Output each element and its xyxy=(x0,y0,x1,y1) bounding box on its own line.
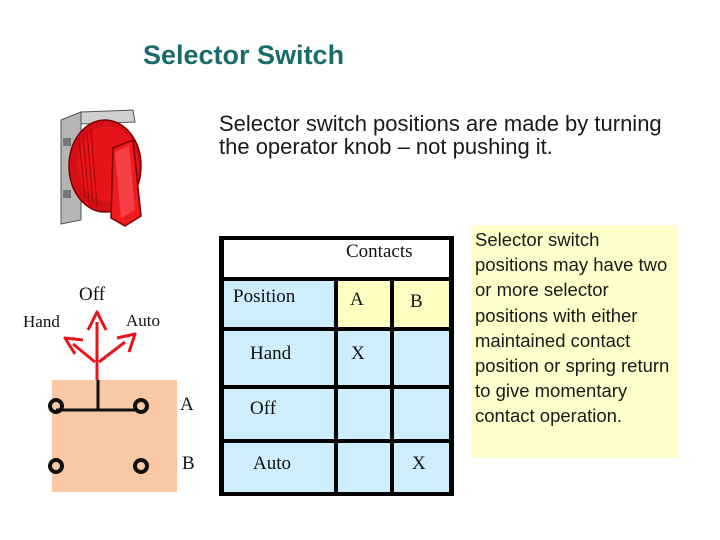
row-off-position: Off xyxy=(250,398,277,419)
table-cell xyxy=(394,443,449,492)
contact-a-label: A xyxy=(180,394,194,415)
selector-switch-knob-image xyxy=(60,109,142,227)
header-b: B xyxy=(410,291,423,312)
table-cell xyxy=(338,389,390,439)
header-position: Position xyxy=(233,286,296,307)
table-cell xyxy=(338,331,390,385)
contact-diagram-box xyxy=(52,380,177,492)
table-cell xyxy=(394,331,449,385)
table-cell xyxy=(394,389,449,439)
row-hand-position: Hand xyxy=(250,343,292,364)
table-row xyxy=(224,331,334,385)
slide-title: Selector Switch xyxy=(143,40,345,70)
contact-b-label: B xyxy=(182,453,195,474)
label-auto: Auto xyxy=(126,311,160,330)
contacts-table: Contacts Position A B Hand X Off Auto X xyxy=(219,236,454,496)
contact-schematic-icon xyxy=(48,380,149,474)
description-text: Selector switch positions are made by tu… xyxy=(219,111,662,159)
table-title-cell xyxy=(224,240,449,277)
table-row xyxy=(224,443,334,492)
header-b-cell xyxy=(394,281,449,327)
position-arrows-icon xyxy=(63,310,137,380)
table-cell xyxy=(338,443,390,492)
row-auto-position: Auto xyxy=(253,453,291,474)
label-hand: Hand xyxy=(23,312,60,331)
side-note: Selector switch positions may have two o… xyxy=(471,225,677,458)
row-auto-b: X xyxy=(412,453,426,474)
header-position-cell xyxy=(224,281,334,327)
header-a-cell xyxy=(338,281,390,327)
table-row xyxy=(224,389,334,439)
header-a: A xyxy=(350,289,364,310)
label-off: Off xyxy=(79,284,106,305)
row-hand-a: X xyxy=(351,343,365,364)
table-title: Contacts xyxy=(346,241,413,262)
